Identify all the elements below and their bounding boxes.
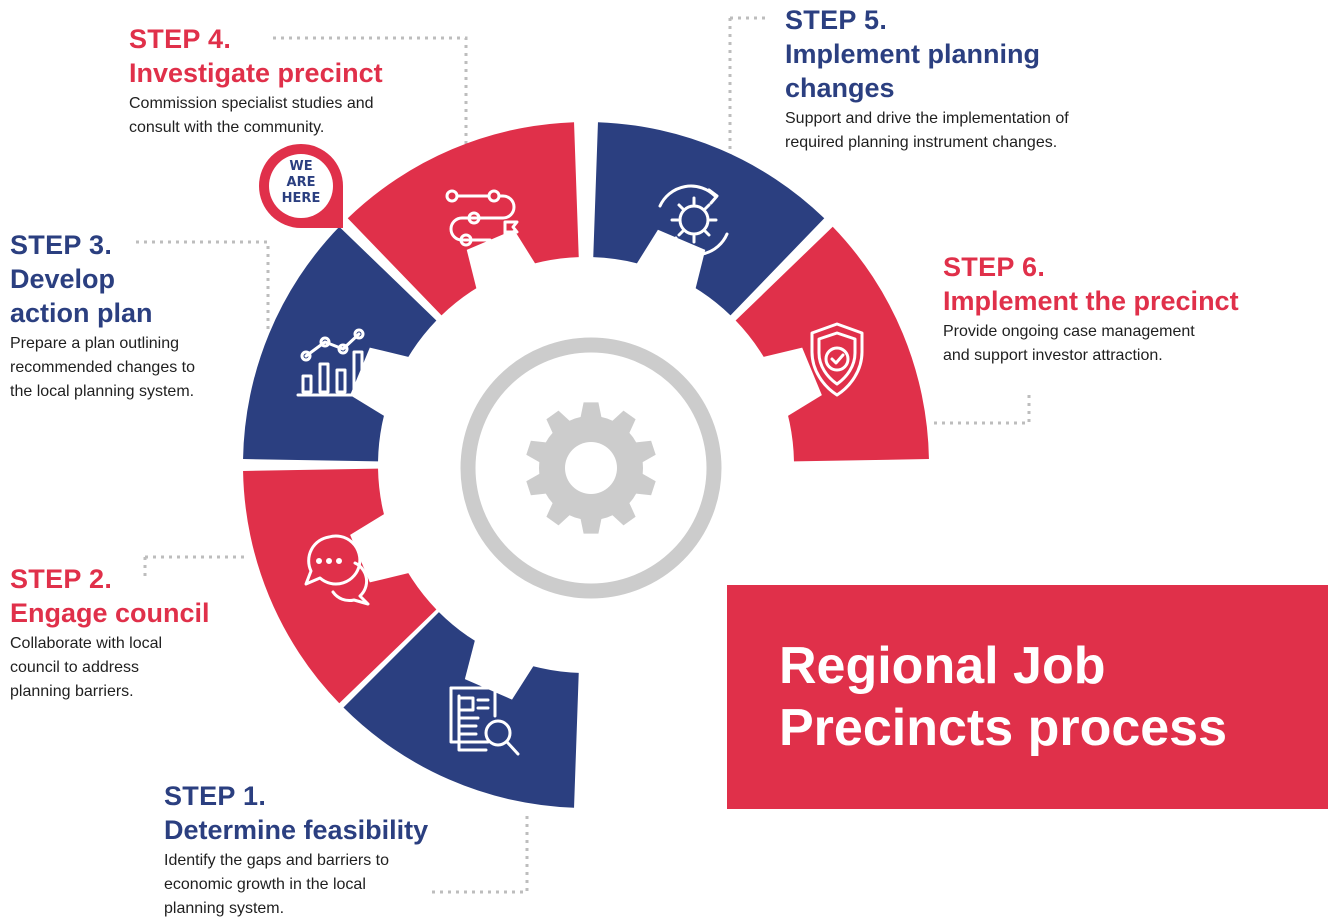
step-1-number: STEP 1. xyxy=(164,781,267,811)
pin-text-line3: HERE xyxy=(282,191,321,206)
title-box: Regional Job Precincts process xyxy=(727,585,1328,809)
connector-step2 xyxy=(143,555,248,580)
step-3-desc-line2: recommended changes to xyxy=(10,359,195,376)
step-3-desc-line1: Prepare a plan outlining xyxy=(10,335,180,352)
step-6-number: STEP 6. xyxy=(943,252,1046,282)
step-5-title-line1: Implement planning xyxy=(785,39,1041,69)
title-line2: Precincts process xyxy=(779,699,1228,757)
segment-notch-step-4 xyxy=(466,229,537,291)
step-5-desc-line1: Support and drive the implementation of xyxy=(785,110,1069,127)
segment-notch-step-3 xyxy=(350,347,411,417)
step-2-desc-line2: council to address xyxy=(10,659,139,676)
step-3-block: STEP 3. Develop action plan Prepare a pl… xyxy=(10,228,195,404)
step-6-desc-line2: and support investor attraction. xyxy=(943,347,1163,364)
connector-step5 xyxy=(728,16,765,155)
step-3-title-line2: action plan xyxy=(10,298,153,328)
step-2-desc-line3: planning barriers. xyxy=(10,683,134,700)
segment-notch-step-5 xyxy=(635,229,706,291)
connector-step1 xyxy=(432,813,529,894)
step-1-block: STEP 1. Determine feasibility Identify t… xyxy=(164,779,428,921)
step-4-block: STEP 4. Investigate precinct Commission … xyxy=(129,22,383,140)
step-2-title: Engage council xyxy=(10,598,210,628)
center-gear-icon xyxy=(526,402,656,534)
pin-text-line2: ARE xyxy=(287,175,316,190)
segment-icons xyxy=(296,184,864,756)
center-ring xyxy=(460,337,722,599)
step-3-number: STEP 3. xyxy=(10,230,113,260)
segment-notch-step-1 xyxy=(464,638,535,700)
title-line1: Regional Job xyxy=(779,637,1106,695)
step-2-block: STEP 2. Engage council Collaborate with … xyxy=(10,562,210,704)
step-1-desc-line3: planning system. xyxy=(164,900,285,917)
step-4-title: Investigate precinct xyxy=(129,58,383,88)
wheel-segment-step-3 xyxy=(243,226,437,462)
step-5-number: STEP 5. xyxy=(785,5,888,35)
bar-chart-icon xyxy=(296,328,368,397)
center-gear-hole xyxy=(565,442,617,494)
gear-cycle-icon xyxy=(658,184,729,257)
step-3-desc-line3: the local planning system. xyxy=(10,383,195,400)
we-are-here-pin: WE ARE HERE xyxy=(259,144,343,228)
step-2-number: STEP 2. xyxy=(10,564,113,594)
step-5-block: STEP 5. Implement planning changes Suppo… xyxy=(785,3,1069,155)
shield-check-icon xyxy=(810,322,864,397)
step-2-desc-line1: Collaborate with local xyxy=(10,635,163,652)
step-1-title: Determine feasibility xyxy=(164,815,429,845)
step-1-desc-line2: economic growth in the local xyxy=(164,876,366,893)
step-5-desc-line2: required planning instrument changes. xyxy=(785,134,1058,151)
step-3-title-line1: Develop xyxy=(10,264,116,294)
step-4-desc-line1: Commission specialist studies and xyxy=(129,95,374,112)
step-1-desc-line1: Identify the gaps and barriers to xyxy=(164,852,390,869)
segment-notch-step-6 xyxy=(761,347,822,417)
wheel-segment-step-6 xyxy=(735,226,929,462)
connector-step6 xyxy=(932,395,1031,425)
document-search-icon xyxy=(449,686,520,756)
wheel-segment-step-2 xyxy=(243,468,437,704)
step-4-number: STEP 4. xyxy=(129,24,232,54)
route-flag-icon xyxy=(445,189,519,247)
step-5-title-line2: changes xyxy=(785,73,895,103)
chat-bubbles-icon xyxy=(304,534,370,606)
pin-text-line1: WE xyxy=(289,159,312,174)
step-6-title: Implement the precinct xyxy=(943,286,1239,316)
step-6-block: STEP 6. Implement the precinct Provide o… xyxy=(943,250,1239,368)
connector-lines xyxy=(136,16,1031,894)
connector-step4 xyxy=(273,36,468,150)
segment-notch-step-2 xyxy=(350,513,411,583)
step-6-desc-line1: Provide ongoing case management xyxy=(943,323,1195,340)
step-4-desc-line2: consult with the community. xyxy=(129,119,325,136)
